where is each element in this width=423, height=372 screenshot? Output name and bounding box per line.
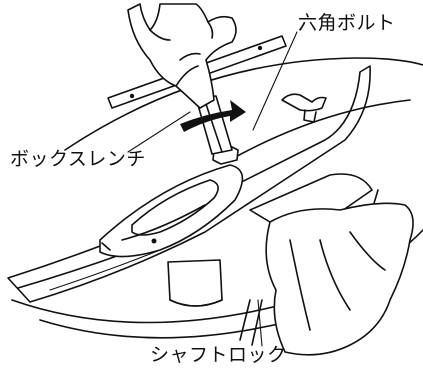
label-shaft-lock: シャフトロック [150,344,287,366]
leader-lines [127,31,298,347]
blade-holder [99,164,244,258]
wing-nut [281,93,327,123]
deck-rim [64,57,423,161]
hand [127,3,237,109]
label-hex-bolt: 六角ボルト [298,12,396,34]
rotation-arrow [180,100,246,132]
gloved-hand [265,202,414,356]
label-box-wrench: ボックスレンチ [10,148,146,170]
spindle-shaft [167,259,223,307]
